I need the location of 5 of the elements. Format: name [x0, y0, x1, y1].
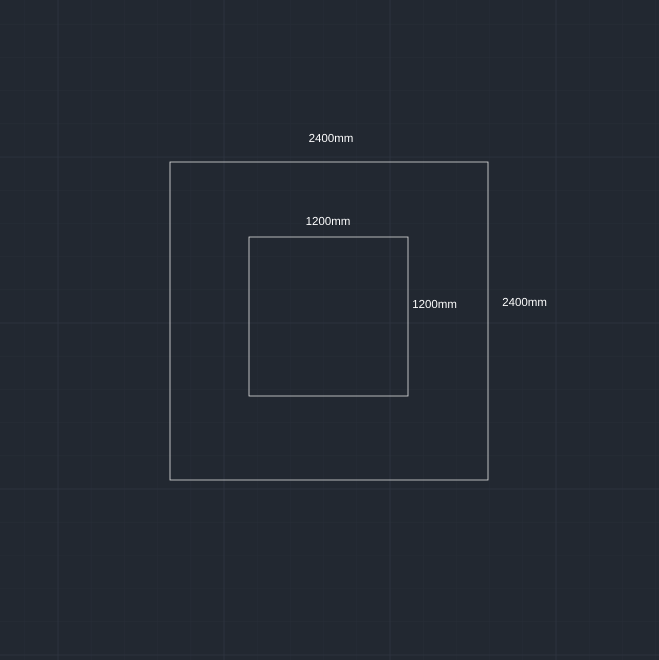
square-outline	[170, 162, 488, 480]
square-outline	[248, 236, 408, 396]
dimension-text: 2400mm	[309, 134, 353, 142]
dimension-text: 2400mm	[502, 298, 546, 306]
dimension-text: 1200mm	[306, 216, 350, 226]
